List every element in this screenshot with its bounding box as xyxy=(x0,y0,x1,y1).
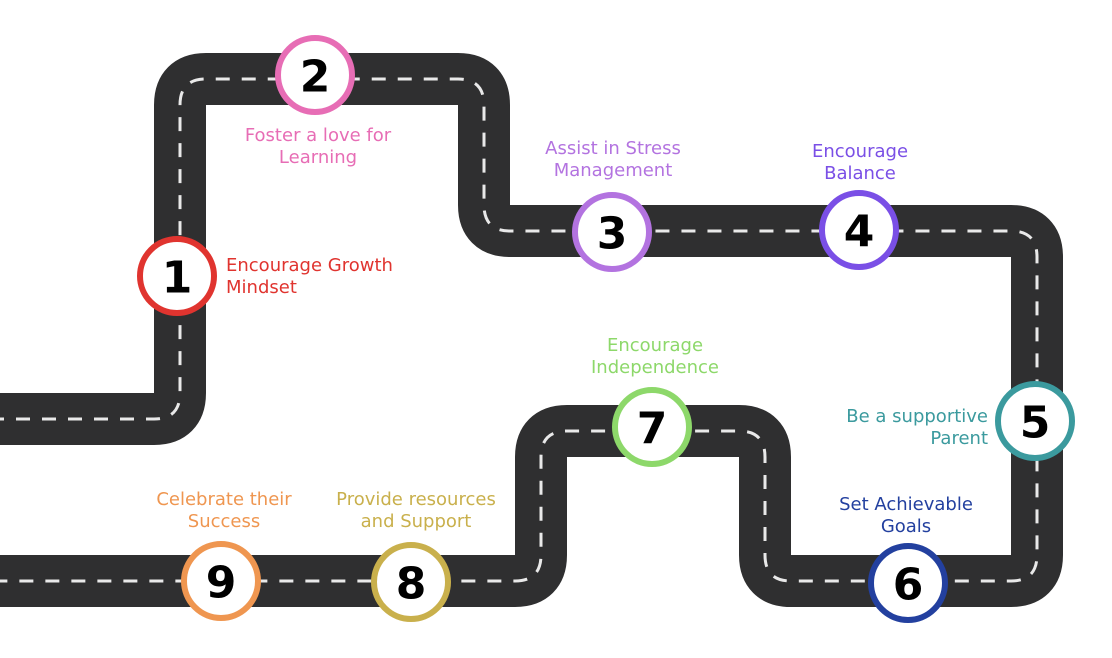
step-label-8-line1: Provide resources xyxy=(336,489,496,510)
step-label-8: Provide resources and Support xyxy=(306,489,526,533)
step-marker-9-number: 9 xyxy=(206,558,237,609)
step-label-1: Encourage Growth Mindset xyxy=(226,255,393,299)
road-center-dashes xyxy=(0,77,1039,583)
step-label-6-line2: Goals xyxy=(880,516,932,537)
step-marker-7-circle xyxy=(612,387,692,467)
step-label-4-line1: Encourage xyxy=(811,141,909,162)
step-marker-4-circle xyxy=(819,190,899,270)
step-label-7: Encourage Independence xyxy=(555,335,755,379)
step-label-9: Celebrate their Success xyxy=(124,489,324,533)
step-label-1-line2: Mindset xyxy=(226,277,297,298)
step-marker-3-number: 3 xyxy=(597,209,628,260)
step-marker-5: 5 xyxy=(995,381,1075,461)
step-marker-2-circle xyxy=(275,35,355,115)
step-marker-8-number: 8 xyxy=(396,559,427,610)
step-label-2: Foster a love for Learning xyxy=(218,125,418,169)
step-marker-6: 6 xyxy=(868,543,948,623)
step-marker-3: 3 xyxy=(572,192,652,272)
step-marker-1: 1 xyxy=(137,236,217,316)
step-label-9-line2: Success xyxy=(187,511,261,532)
step-label-7-line2: Independence xyxy=(590,357,719,378)
step-label-5-line1: Be a supportive xyxy=(846,406,988,427)
step-marker-6-number: 6 xyxy=(893,560,924,611)
step-label-3-line1: Assist in Stress xyxy=(545,138,681,159)
step-marker-9-circle xyxy=(181,541,261,621)
step-marker-5-number: 5 xyxy=(1020,398,1051,449)
step-label-9-line1: Celebrate their xyxy=(156,489,292,510)
step-label-2-line2: Learning xyxy=(278,147,358,168)
step-marker-7-number: 7 xyxy=(637,404,668,455)
step-label-5-line2: Parent xyxy=(930,428,988,449)
step-marker-3-circle xyxy=(572,192,652,272)
step-label-2-line1: Foster a love for xyxy=(244,125,392,146)
step-marker-1-circle xyxy=(137,236,217,316)
step-marker-8: 8 xyxy=(371,542,451,622)
step-marker-2-number: 2 xyxy=(300,52,331,103)
step-marker-8-circle xyxy=(371,542,451,622)
step-label-3-line2: Management xyxy=(553,160,673,181)
step-label-4: Encourage Balance xyxy=(780,141,940,185)
step-label-7-line1: Encourage xyxy=(606,335,704,356)
step-marker-4: 4 xyxy=(819,190,899,270)
step-marker-6-circle xyxy=(868,543,948,623)
step-label-3: Assist in Stress Management xyxy=(513,138,713,182)
step-marker-4-number: 4 xyxy=(844,207,875,258)
step-marker-7: 7 xyxy=(612,387,692,467)
step-label-8-line2: and Support xyxy=(360,511,472,532)
step-label-5: Be a supportive Parent xyxy=(808,406,988,450)
step-label-6: Set Achievable Goals xyxy=(806,494,1006,538)
step-marker-1-number: 1 xyxy=(162,253,193,304)
step-marker-9: 9 xyxy=(181,541,261,621)
step-marker-2: 2 xyxy=(275,35,355,115)
step-label-6-line1: Set Achievable xyxy=(839,494,973,515)
step-label-1-line1: Encourage Growth xyxy=(226,255,393,276)
step-label-4-line2: Balance xyxy=(824,163,896,184)
step-marker-5-circle xyxy=(995,381,1075,461)
